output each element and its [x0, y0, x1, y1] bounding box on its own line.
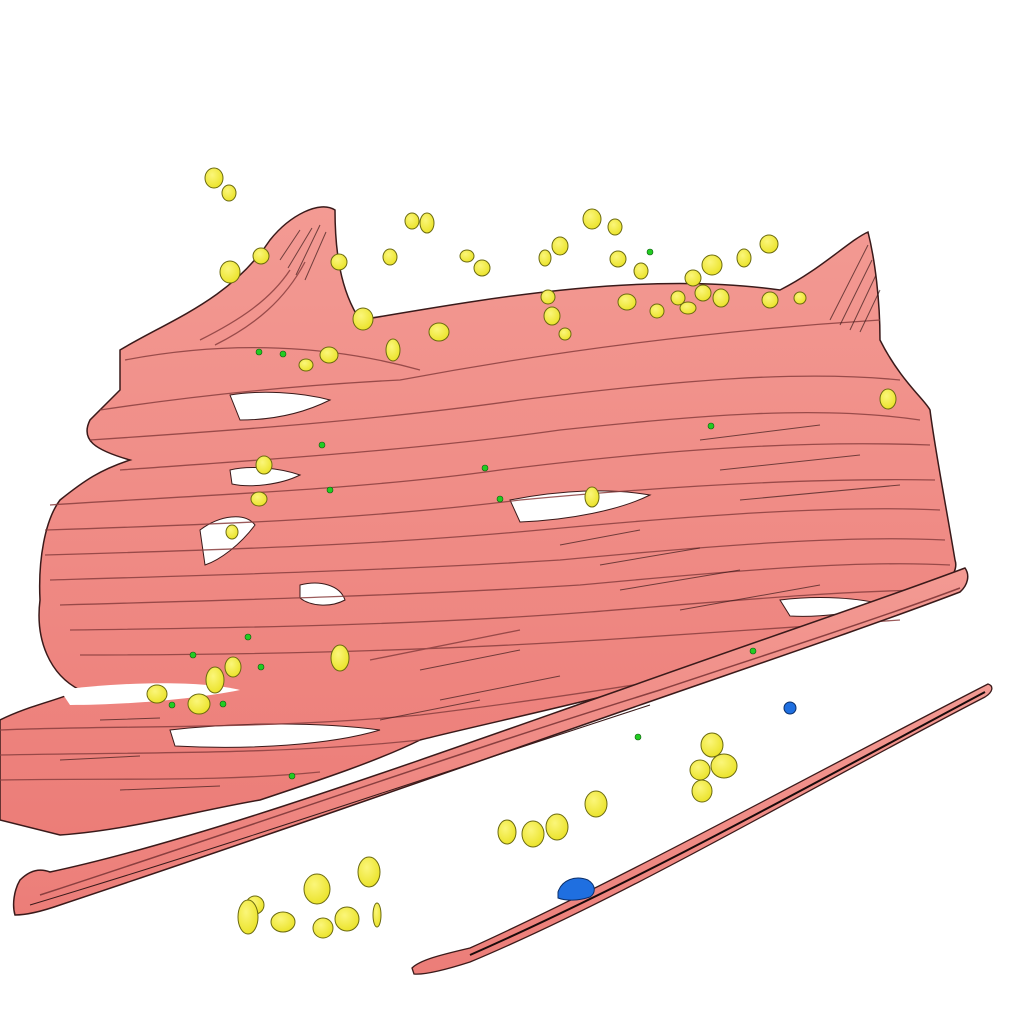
blue-particles	[557, 701, 797, 901]
yellow-granules	[146, 167, 897, 939]
thin-sheet	[411, 683, 993, 975]
membrane-stack	[0, 206, 957, 836]
green-particles	[168, 248, 757, 780]
lower-sheath	[12, 567, 969, 916]
